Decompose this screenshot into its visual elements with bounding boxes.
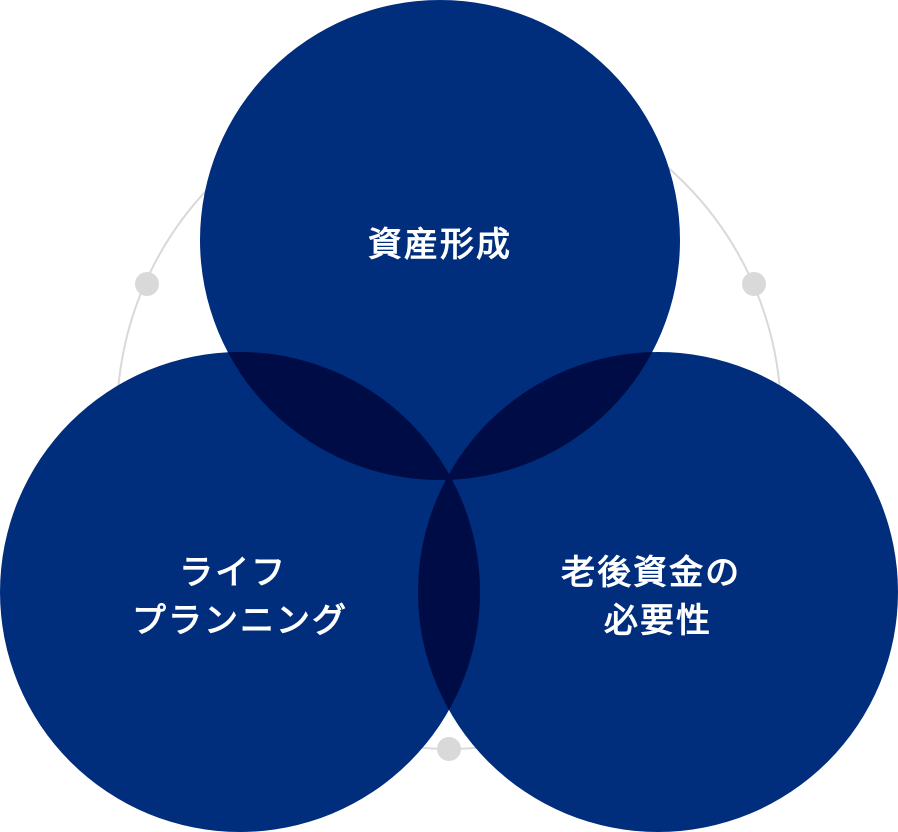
label-retirement-funds-line-1: 老後資金の — [561, 553, 741, 593]
label-asset-building: 資産形成 — [368, 225, 512, 265]
guide-dot-bottom — [437, 737, 461, 761]
guide-dot-left — [135, 272, 159, 296]
circle-life-planning — [0, 352, 480, 832]
label-life-planning-line-2: プランニング — [132, 601, 348, 641]
label-life-planning: ライフ プランニング — [132, 553, 348, 641]
circle-asset-building — [200, 0, 680, 480]
label-retirement-funds-line-2: 必要性 — [604, 601, 712, 641]
circle-retirement-funds — [418, 352, 898, 832]
label-retirement-funds: 老後資金の 必要性 — [561, 553, 755, 641]
label-asset-building-line-1: 資産形成 — [368, 225, 512, 265]
label-life-planning-line-1: ライフ — [179, 553, 287, 593]
guide-dot-right — [742, 272, 766, 296]
